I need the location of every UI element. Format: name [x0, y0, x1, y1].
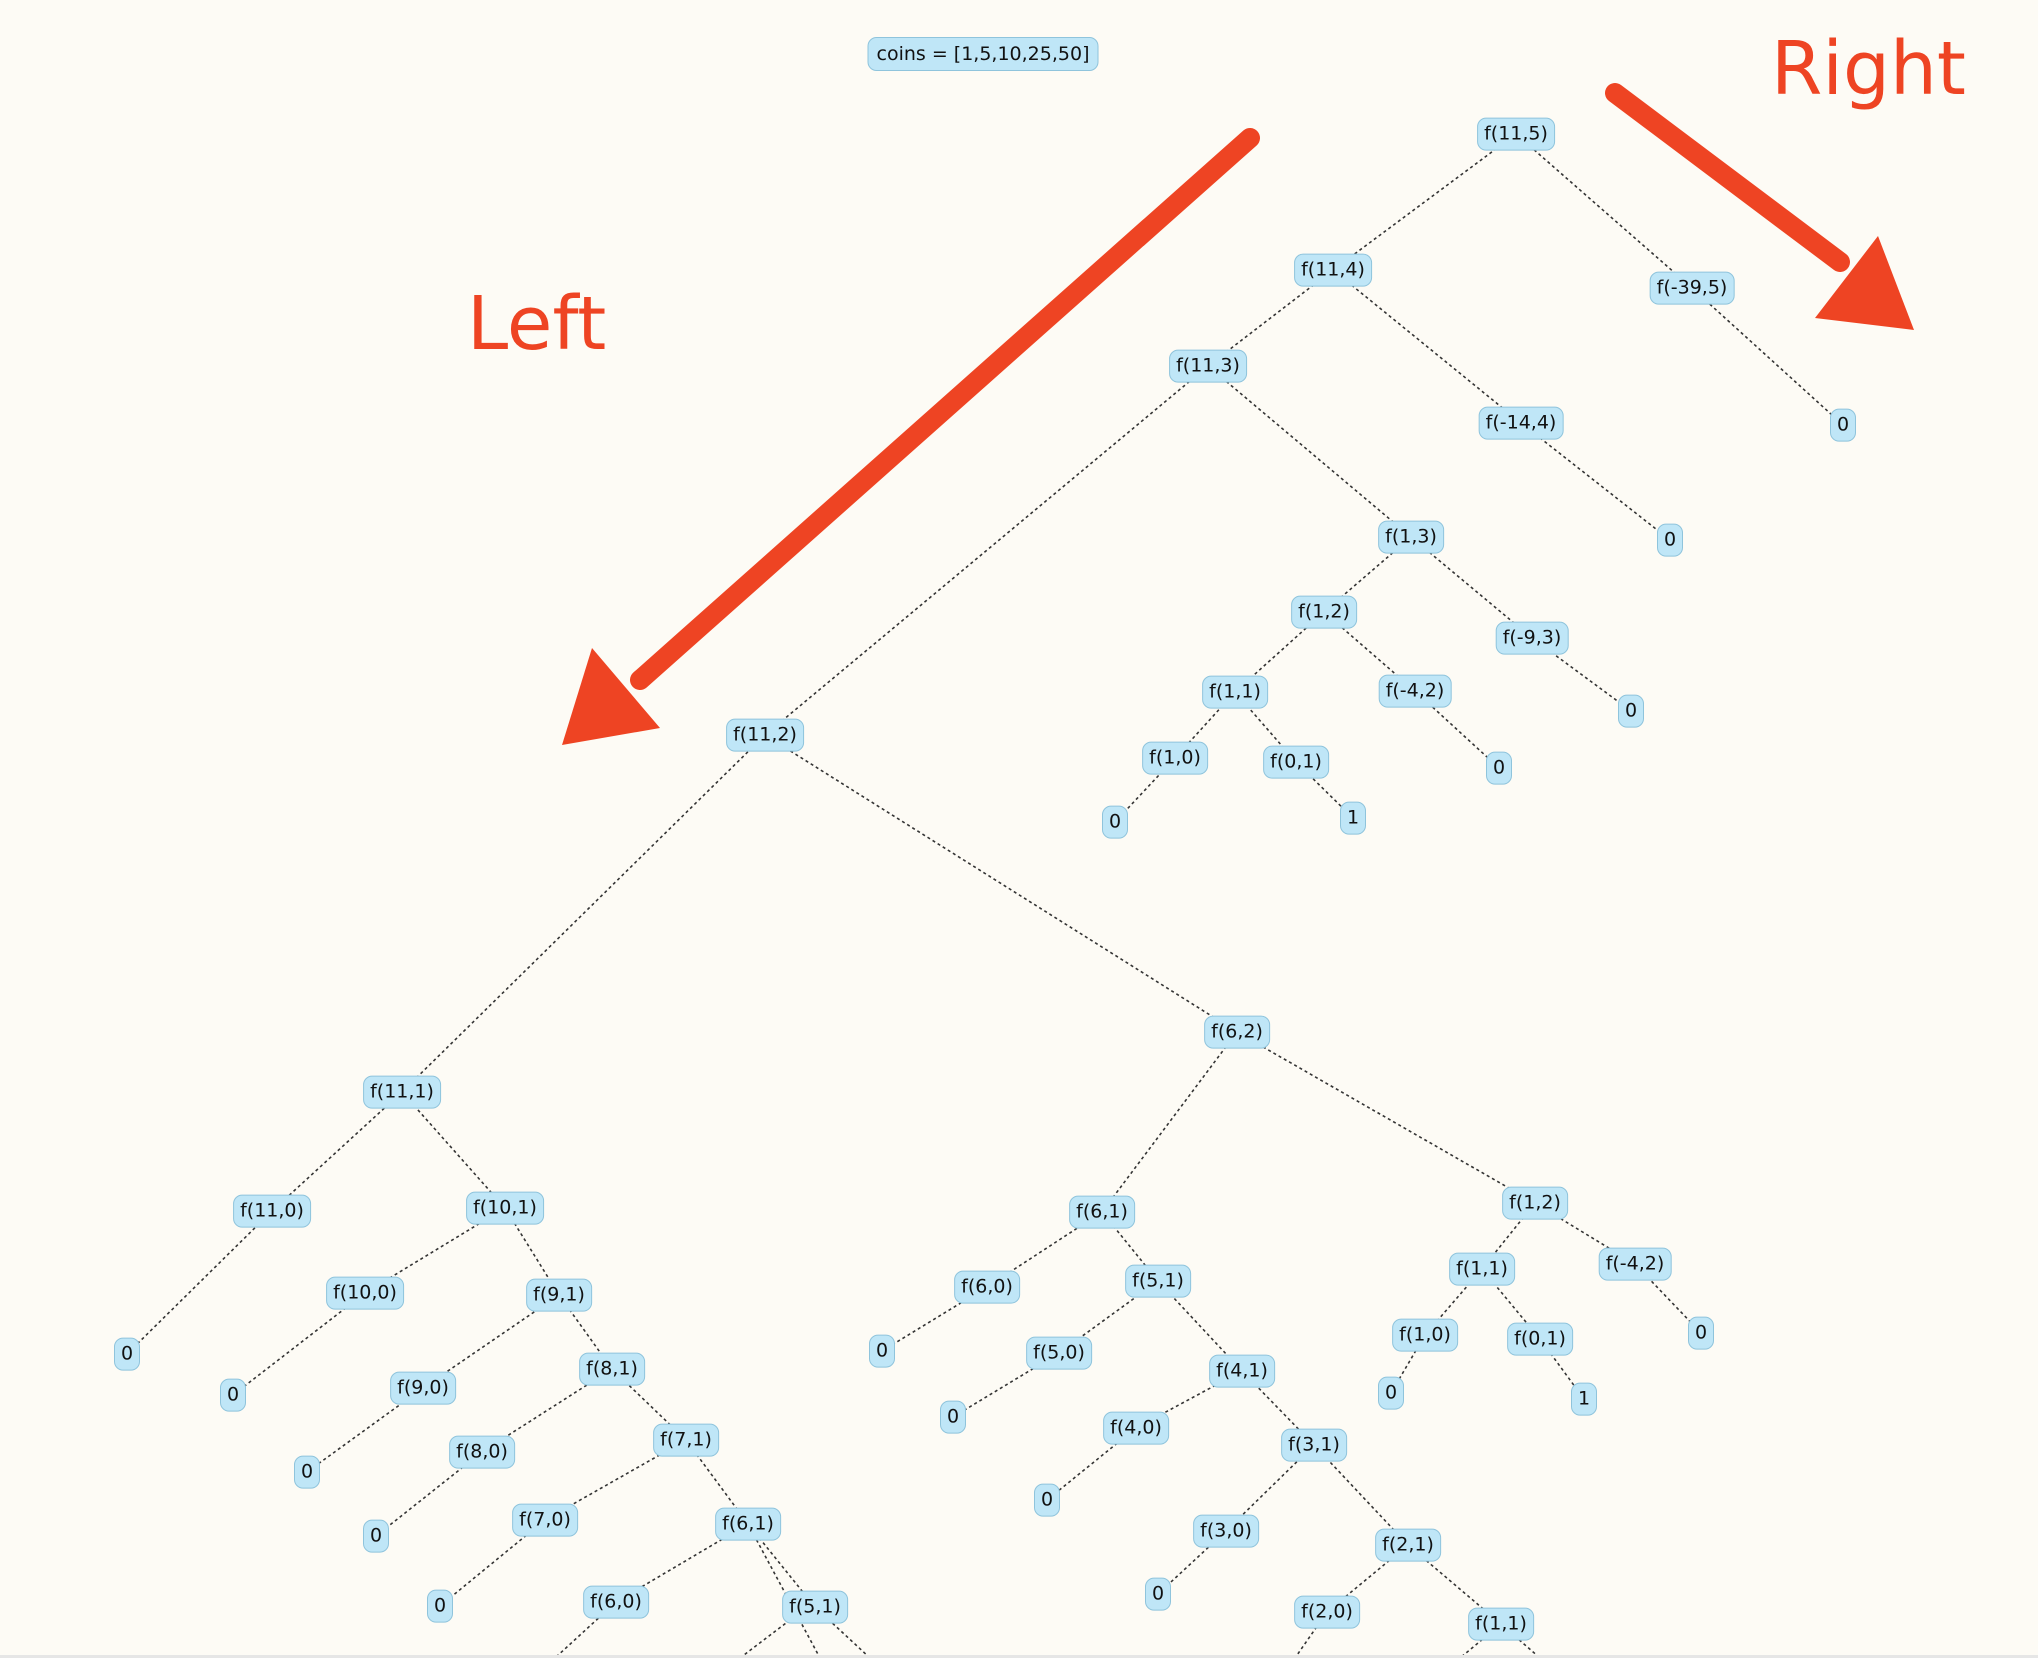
call-node-n27[interactable]: f(9,1) — [526, 1278, 592, 1312]
call-node-n15[interactable]: f(1,0) — [1142, 741, 1208, 775]
leaf-node-n7[interactable]: 0 — [1657, 523, 1683, 557]
call-node-n47[interactable]: f(4,0) — [1103, 1411, 1169, 1445]
call-node-n30[interactable]: f(8,1) — [579, 1352, 645, 1386]
leaf-node-n48[interactable]: 0 — [1034, 1483, 1060, 1517]
leaf-node-n26[interactable]: 0 — [220, 1378, 246, 1412]
tree-edge-37 — [1101, 1031, 1238, 1213]
direction-arrows — [562, 83, 1914, 745]
tree-edge-21 — [401, 1091, 506, 1209]
call-node-n6[interactable]: f(-14,4) — [1478, 406, 1564, 440]
call-node-n39[interactable]: f(6,1) — [1069, 1195, 1135, 1229]
call-node-n38[interactable]: f(5,1) — [782, 1590, 848, 1624]
call-node-n40[interactable]: f(1,2) — [1502, 1186, 1568, 1220]
tree-edge-6 — [1207, 365, 1412, 538]
call-node-n55[interactable]: f(1,1) — [1449, 1252, 1515, 1286]
tree-edge-38 — [1236, 1031, 1536, 1204]
call-node-n28[interactable]: f(9,0) — [390, 1371, 456, 1405]
call-node-n19[interactable]: f(11,2) — [726, 718, 804, 752]
tree-edge-25 — [232, 1292, 366, 1396]
call-node-n34[interactable]: f(7,0) — [512, 1503, 578, 1537]
call-node-n37[interactable]: f(6,0) — [583, 1585, 649, 1619]
leaf-node-n51[interactable]: 0 — [1145, 1577, 1171, 1611]
call-node-n59[interactable]: f(0,1) — [1507, 1322, 1573, 1356]
tree-edge-34 — [439, 1519, 546, 1607]
leaf-node-n42[interactable]: 0 — [869, 1334, 895, 1368]
call-node-n58[interactable]: f(1,0) — [1392, 1318, 1458, 1352]
leaf-node-n23[interactable]: 0 — [114, 1337, 140, 1371]
leaf-node-n4[interactable]: 0 — [1830, 408, 1856, 442]
call-node-n41[interactable]: f(6,0) — [954, 1270, 1020, 1304]
leaf-node-n17[interactable]: 0 — [1102, 805, 1128, 839]
leaf-node-n32[interactable]: 0 — [363, 1519, 389, 1553]
call-node-n56[interactable]: f(-4,2) — [1598, 1247, 1672, 1281]
tree-edge-19 — [764, 734, 1238, 1033]
leaf-node-n18[interactable]: 1 — [1340, 801, 1366, 835]
leaf-node-n35[interactable]: 0 — [427, 1589, 453, 1623]
call-node-n25[interactable]: f(10,0) — [326, 1276, 404, 1310]
call-node-n22[interactable]: f(11,0) — [233, 1194, 311, 1228]
tree-edge-offscreen-3 — [739, 1619, 791, 1658]
tree-edge-31 — [375, 1451, 483, 1537]
call-node-n33[interactable]: f(7,1) — [653, 1423, 719, 1457]
call-node-n24[interactable]: f(10,1) — [466, 1191, 544, 1225]
tree-edge-0 — [1332, 133, 1517, 271]
call-node-n2[interactable]: f(11,4) — [1294, 253, 1372, 287]
call-node-n16[interactable]: f(0,1) — [1263, 745, 1329, 779]
leaf-node-n45[interactable]: 0 — [940, 1400, 966, 1434]
right-annotation: Right — [1771, 26, 1966, 112]
call-node-n12[interactable]: f(1,1) — [1202, 675, 1268, 709]
call-node-n21[interactable]: f(6,2) — [1204, 1015, 1270, 1049]
leaf-node-n11[interactable]: 0 — [1618, 694, 1644, 728]
call-node-n3[interactable]: f(-39,5) — [1649, 271, 1735, 305]
call-node-n52[interactable]: f(2,1) — [1375, 1528, 1441, 1562]
call-node-n46[interactable]: f(4,1) — [1209, 1354, 1275, 1388]
tree-edge-offscreen-0 — [747, 1523, 821, 1658]
tree-edge-4 — [1332, 269, 1522, 424]
call-node-n53[interactable]: f(2,0) — [1294, 1595, 1360, 1629]
call-node-n36[interactable]: f(6,1) — [715, 1507, 781, 1541]
tree-edge-20 — [271, 1091, 403, 1212]
tree-edge-2 — [1691, 287, 1844, 426]
call-node-n31[interactable]: f(8,0) — [449, 1435, 515, 1469]
tree-edge-22 — [126, 1210, 273, 1355]
call-node-n1[interactable]: f(11,5) — [1477, 117, 1555, 151]
tree-edge-49 — [1313, 1444, 1409, 1546]
tree-edge-5 — [1520, 422, 1671, 541]
bottom-divider — [0, 1655, 2038, 1658]
leaf-node-n61[interactable]: 1 — [1571, 1382, 1597, 1416]
call-node-n8[interactable]: f(1,3) — [1378, 520, 1444, 554]
tree-edge-18 — [401, 734, 766, 1093]
leaf-node-n57[interactable]: 0 — [1688, 1316, 1714, 1350]
leaf-node-n14[interactable]: 0 — [1486, 751, 1512, 785]
call-node-n44[interactable]: f(5,0) — [1026, 1336, 1092, 1370]
leaf-node-n60[interactable]: 0 — [1378, 1376, 1404, 1410]
right-arrow — [1605, 83, 1914, 330]
call-node-n50[interactable]: f(3,0) — [1193, 1514, 1259, 1548]
tree-edge-1 — [1515, 133, 1693, 289]
call-node-n10[interactable]: f(-9,3) — [1495, 621, 1569, 655]
call-node-n54[interactable]: f(1,1) — [1468, 1607, 1534, 1641]
call-node-n49[interactable]: f(3,1) — [1281, 1428, 1347, 1462]
coins-label: coins = [1,5,10,25,50] — [867, 37, 1099, 71]
left-annotation: Left — [467, 281, 607, 367]
call-node-n20[interactable]: f(11,1) — [363, 1075, 441, 1109]
call-node-n13[interactable]: f(-4,2) — [1378, 674, 1452, 708]
leaf-node-n29[interactable]: 0 — [294, 1455, 320, 1489]
tree-edge-7 — [764, 365, 1209, 736]
call-node-n43[interactable]: f(5,1) — [1125, 1264, 1191, 1298]
left-arrow — [562, 128, 1260, 745]
call-node-n9[interactable]: f(1,2) — [1291, 595, 1357, 629]
call-node-n5[interactable]: f(11,3) — [1169, 349, 1247, 383]
tree-edge-9 — [1410, 536, 1533, 639]
